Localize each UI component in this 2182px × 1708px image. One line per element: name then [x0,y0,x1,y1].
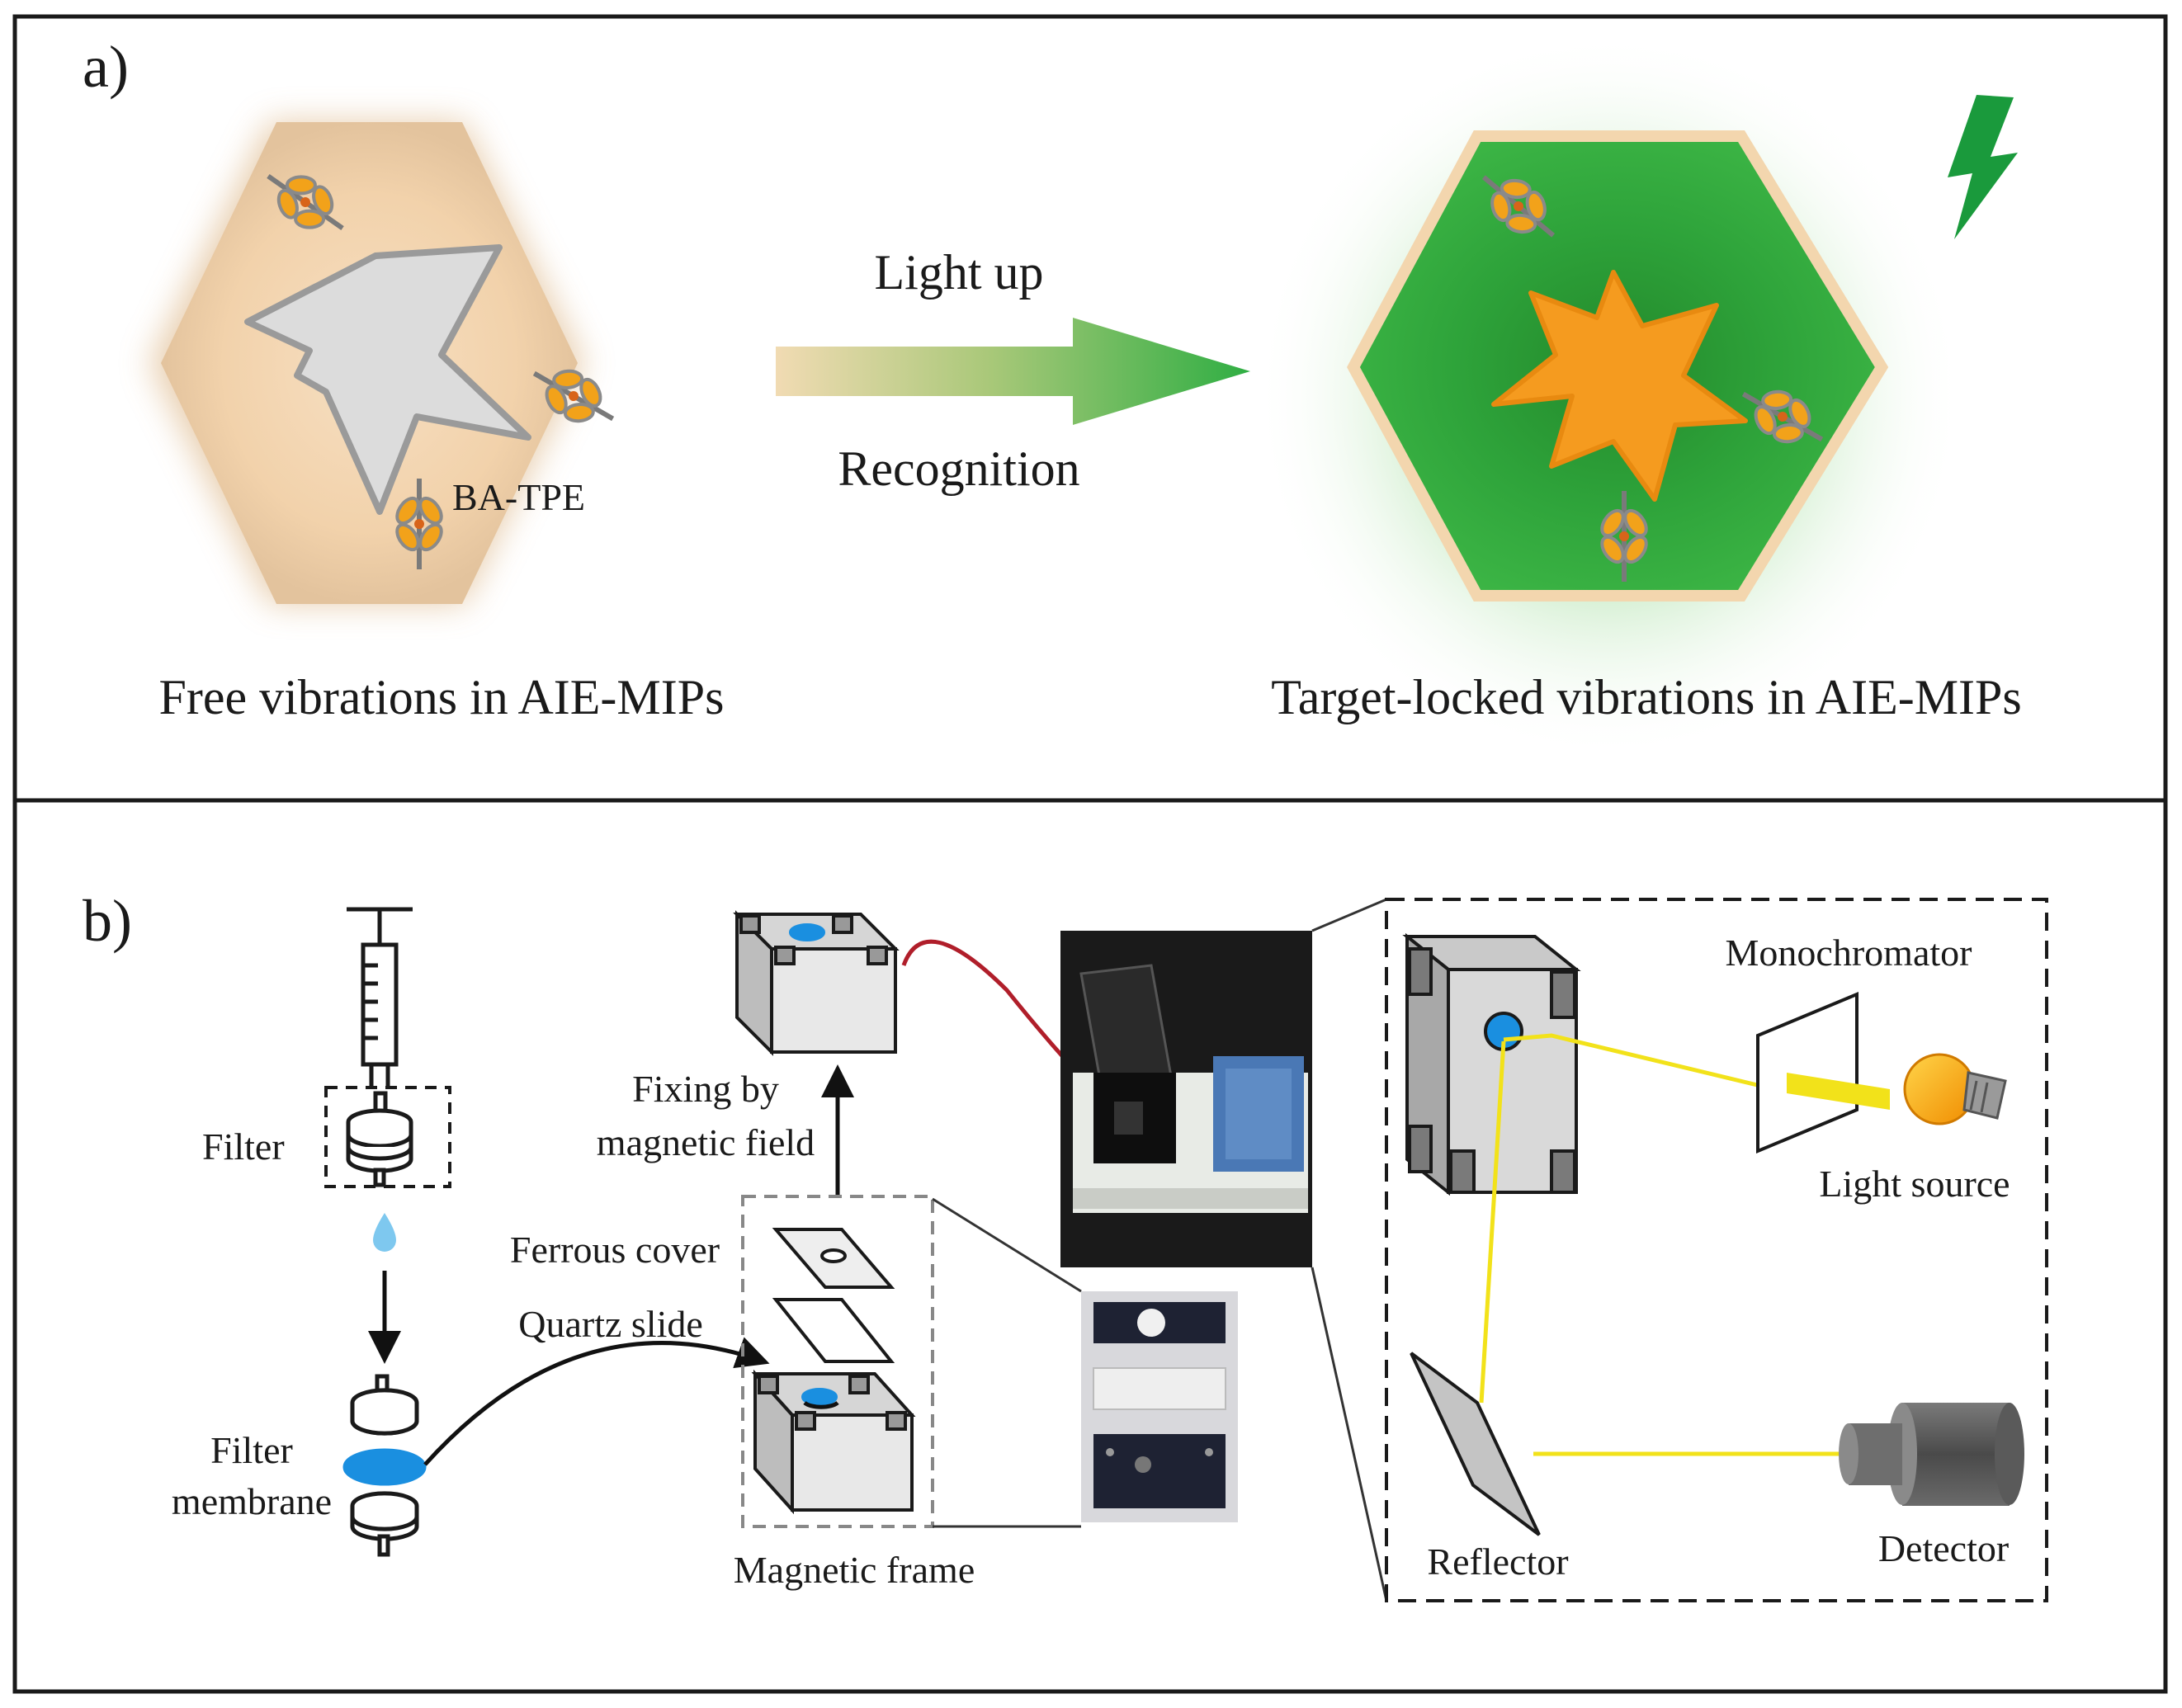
detector-icon [1839,1403,2024,1506]
panel-a-label: a) [83,34,129,100]
orange-star [1491,270,1748,502]
fixing-label-line2: magnetic field [597,1121,815,1163]
ferrous-cover-label: Ferrous cover [510,1229,720,1271]
slide-photo [1081,1291,1238,1522]
quartz-slide-label: Quartz slide [518,1303,703,1345]
filter-label: Filter [202,1125,285,1168]
syringe-icon [347,907,413,1089]
reflector-label: Reflector [1427,1541,1568,1583]
leader-line-top [932,1197,1082,1293]
beam-source-to-sample [1503,1033,1775,1092]
detector-label: Detector [1878,1527,2009,1569]
molecule-label: BA-TPE [452,476,585,518]
monochromator-beam [1787,1073,1890,1110]
beam-sample-to-reflector [1479,1040,1506,1404]
curve-arrow-to-frame [423,1337,770,1466]
fixing-label-line1: Fixing by [632,1068,779,1110]
beige-hexagon-group: BA-TPE [150,122,626,604]
filter-icon [346,1091,413,1187]
exploded-frame-icon [751,1228,916,1515]
panel-b-label: b) [83,888,132,954]
membrane-label-line1: Filter [210,1429,293,1471]
zoom-line-bottom [1311,1267,1388,1602]
zoom-line-top [1311,898,1387,932]
optics-dashed-box [1385,898,2048,1602]
membrane-stack-icon [342,1374,427,1557]
monochromator-plate [1756,992,1858,1154]
recognition-arrow [776,318,1250,425]
magnetic-frame-label: Magnetic frame [734,1549,975,1591]
green-hexagon-group [1254,33,2018,759]
light-source-label: Light source [1819,1163,2010,1205]
right-caption: Target-locked vibrations in AIE-MIPs [1271,670,2022,724]
droplet-icon [373,1213,396,1252]
membrane-blue-disc [342,1448,427,1486]
filter-dashed-box [324,1086,451,1188]
quartz-slide-plate [772,1298,895,1363]
frame-dashed-box [741,1195,934,1528]
sample-holder-icon [1402,932,1581,1196]
membrane-label-line2: membrane [172,1480,332,1522]
monochromator-label: Monochromator [1726,932,1972,974]
spectrometer-photo [1060,931,1312,1267]
fixed-frame-icon [733,910,900,1056]
reflector-plate [1410,1352,1541,1536]
arrow-bottom-label: Recognition [838,441,1079,496]
gray-star-cavity [244,244,531,515]
lightning-icon [1948,95,2018,239]
light-bulb-icon [1903,1053,2007,1125]
left-caption: Free vibrations in AIE-MIPs [159,670,725,724]
arrow-top-label: Light up [875,245,1044,300]
